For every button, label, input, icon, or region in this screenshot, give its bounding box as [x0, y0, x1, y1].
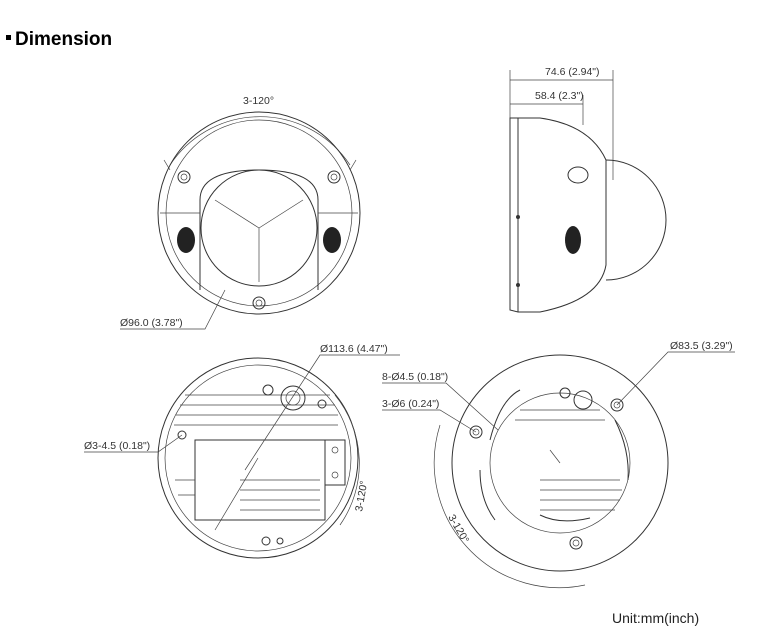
top-angle-label: 3-120° [243, 95, 274, 107]
base-view: Ø113.6 (4.47") Ø3-4.5 (0.18") 3-120° [84, 343, 400, 559]
front-diameter-label: Ø96.0 (3.78") [120, 317, 183, 329]
unit-label: Unit:mm(inch) [612, 610, 700, 626]
mount-angle-label: 3-120° [445, 513, 471, 546]
base-angle-label: 3-120° [353, 480, 370, 513]
eight-holes-label: 8-Ø4.5 (0.18") [382, 371, 448, 383]
mount-view: 8-Ø4.5 (0.18") 3-Ø6 (0.24") Ø83.5 (3.29"… [382, 340, 735, 589]
small-hole-label: Ø3-4.5 (0.18") [84, 440, 150, 452]
bullet-icon [6, 35, 11, 41]
base-diameter-label: Ø113.6 (4.47") [320, 343, 388, 355]
front-view: 3-120° Ø96.0 (3.78") [120, 95, 361, 330]
side-view: 74.6 (2.94") 58.4 (2.3") [509, 66, 667, 313]
mount-diameter-label: Ø83.5 (3.29") [670, 340, 733, 352]
section-title: Dimension [6, 29, 112, 51]
three-holes-label: 3-Ø6 (0.24") [382, 398, 439, 410]
depth-total-label: 74.6 (2.94") [545, 66, 600, 78]
depth-body-label: 58.4 (2.3") [535, 90, 584, 102]
title-text: Dimension [15, 29, 113, 50]
